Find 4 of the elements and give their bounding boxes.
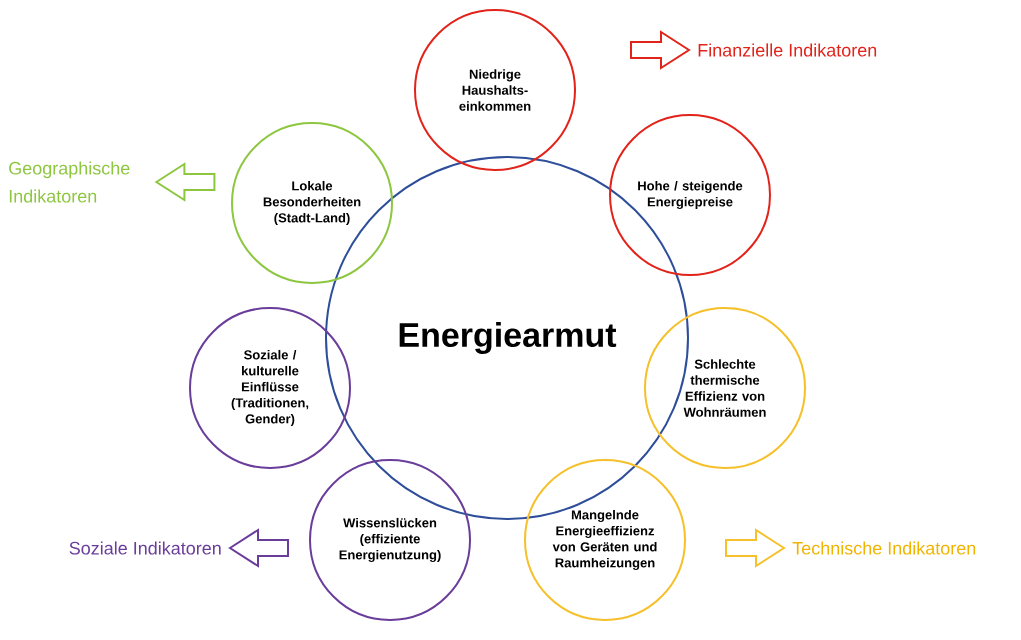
indicator-label: Geographische Indikatoren	[9, 161, 130, 203]
indicator-label: Soziale Indikatoren	[69, 541, 221, 555]
indicator-label: Technische Indikatoren	[792, 541, 976, 555]
indicator-label: Finanzielle Indikatoren	[698, 43, 877, 57]
